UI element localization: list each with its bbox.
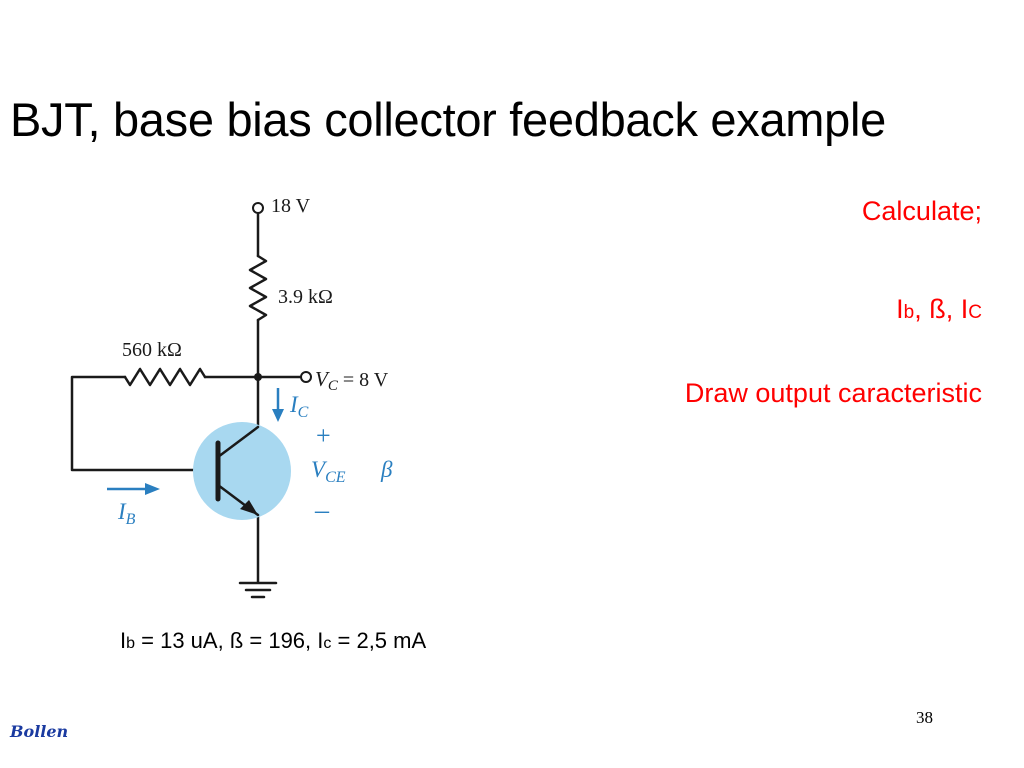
transistor-body	[193, 422, 291, 520]
feedback-wire	[70, 375, 220, 472]
ib-label: IB	[117, 499, 136, 528]
ib-sub: b	[903, 302, 915, 323]
collector-node-dot	[254, 373, 262, 381]
supply-label: 18 V	[271, 195, 311, 217]
vc-symbol: V	[315, 367, 330, 391]
vc-label: VC = 8 V	[315, 367, 389, 394]
vce-symbol: V	[311, 457, 328, 482]
calculate-label: Calculate;	[861, 196, 982, 226]
beta-label: β	[380, 457, 393, 482]
answer-ic-sub: c	[323, 635, 332, 652]
supply-terminal	[252, 202, 264, 214]
rc-label: 3.9 kΩ	[278, 286, 333, 308]
vc-terminal	[300, 371, 312, 383]
transistor-collector	[216, 425, 260, 459]
vce-plus: +	[316, 421, 331, 450]
answer-line: Ib = 13 uA, ß = 196, Ic = 2,5 mA	[120, 628, 426, 654]
ic-main: I	[960, 294, 969, 324]
answer-ib-value: = 13 uA, ß = 196,	[135, 628, 318, 653]
beta-part: , ß,	[914, 294, 961, 324]
answer-ic-main: I	[317, 628, 324, 653]
ib-symbol: I	[117, 499, 127, 524]
ib-main: I	[896, 294, 904, 324]
rb-label: 560 kΩ	[122, 339, 182, 361]
ic-arrow-icon	[272, 409, 284, 422]
vce-minus: –	[314, 495, 330, 526]
ic-sub: C	[298, 404, 309, 421]
vc-sub: C	[328, 378, 339, 394]
base-resistor	[123, 367, 207, 387]
answer-ic-value: = 2,5 mA	[331, 628, 427, 653]
vce-label: VCE	[311, 457, 346, 486]
collector-resistor	[248, 254, 268, 322]
draw-instruction: Draw output caracteristic	[684, 378, 982, 408]
emitter-arrow-icon	[240, 500, 258, 515]
ib-sub: B	[126, 511, 136, 528]
ib-arrow-icon	[145, 483, 160, 495]
ic-sub: C	[968, 302, 982, 323]
ic-label: IC	[289, 392, 309, 421]
vc-value: = 8 V	[338, 369, 389, 391]
ic-symbol: I	[289, 392, 299, 417]
unknowns-list: Ib, ß, IC	[896, 294, 982, 325]
author-logo: Bollen	[10, 722, 69, 741]
vce-sub: CE	[325, 469, 346, 486]
answer-ib-sub: b	[126, 635, 136, 652]
slide-number: 38	[916, 708, 933, 727]
answer-ib-main: I	[120, 628, 127, 653]
slide-title: BJT, base bias collector feedback exampl…	[10, 93, 886, 146]
